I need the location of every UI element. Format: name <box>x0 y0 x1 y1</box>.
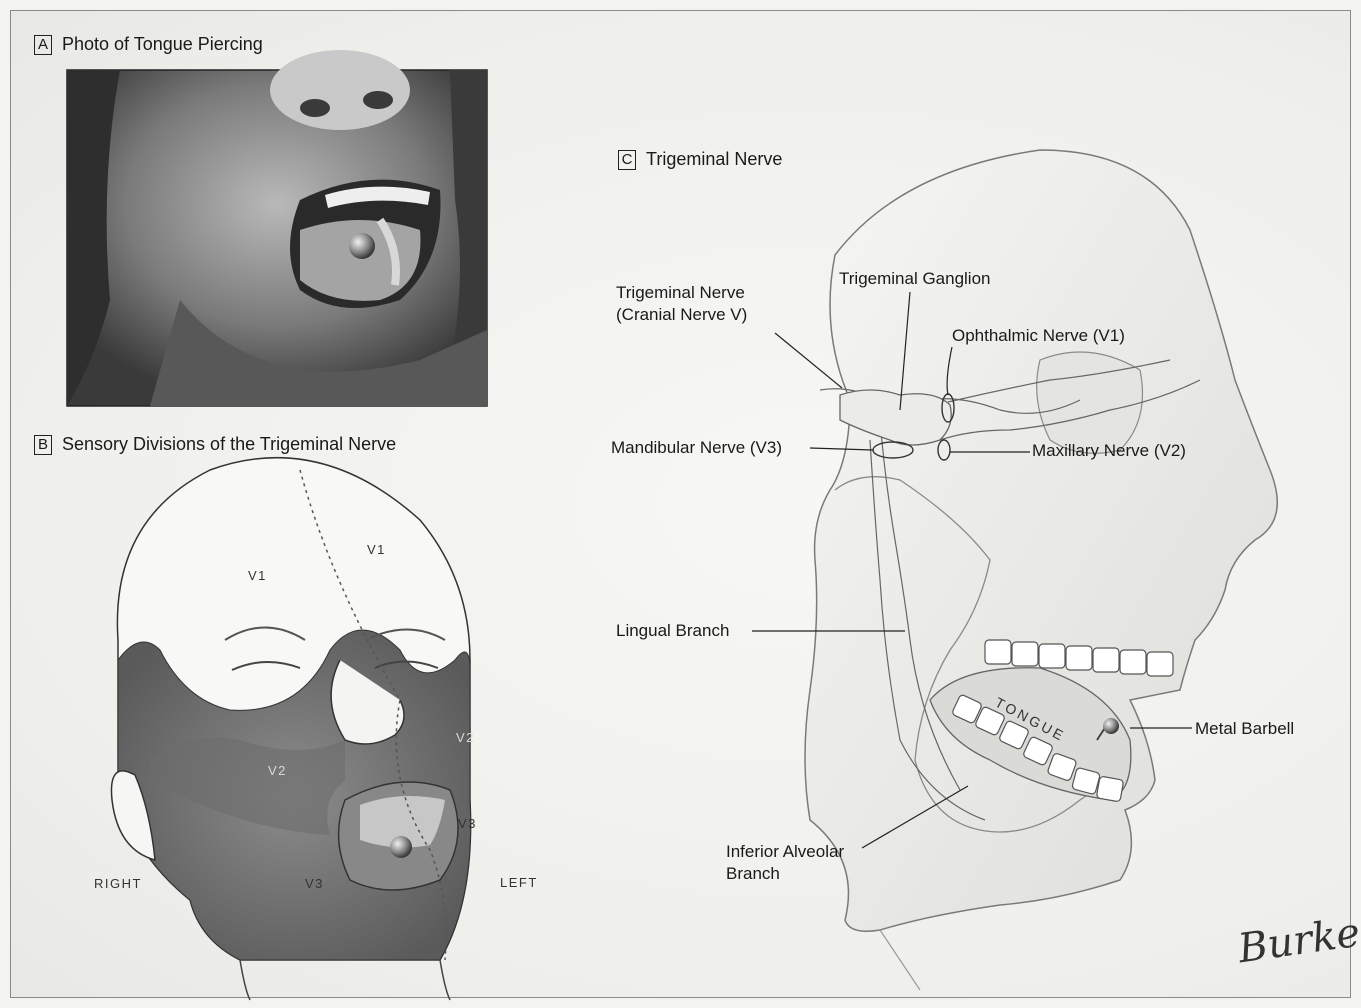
face-divisions-diagram <box>111 458 470 1000</box>
panel-a-title: Photo of Tongue Piercing <box>62 34 263 55</box>
panel-a-heading: A Photo of Tongue Piercing <box>34 34 263 55</box>
label-v1-left: V1 <box>367 542 386 557</box>
label-metal-barbell: Metal Barbell <box>1195 718 1294 740</box>
tongue-piercing-photo <box>67 50 487 406</box>
label-inferior-alveolar-branch: Inferior Alveolar Branch <box>726 841 844 885</box>
panel-b-letter: B <box>34 435 52 455</box>
panel-c-letter: C <box>618 150 636 170</box>
label-v1-right: V1 <box>248 568 267 583</box>
label-right-side: RIGHT <box>94 876 142 891</box>
label-left-side: LEFT <box>500 875 538 890</box>
panel-a-letter: A <box>34 35 52 55</box>
label-mandibular-nerve: Mandibular Nerve (V3) <box>611 437 782 459</box>
label-v3-left: V3 <box>458 816 477 831</box>
panel-c-title: Trigeminal Nerve <box>646 149 782 170</box>
label-v3-right: V3 <box>305 876 324 891</box>
label-ophthalmic-nerve: Ophthalmic Nerve (V1) <box>952 325 1125 347</box>
panel-b-title: Sensory Divisions of the Trigeminal Nerv… <box>62 434 396 455</box>
label-trigeminal-ganglion: Trigeminal Ganglion <box>839 268 991 290</box>
label-lingual-branch: Lingual Branch <box>616 620 729 642</box>
label-v2-right: V2 <box>268 763 287 778</box>
label-maxillary-nerve: Maxillary Nerve (V2) <box>1032 440 1186 462</box>
label-v2-left: V2 <box>456 730 475 745</box>
panel-b-heading: B Sensory Divisions of the Trigeminal Ne… <box>34 434 396 455</box>
panel-c-heading: C Trigeminal Nerve <box>618 149 782 170</box>
label-trigeminal-nerve: Trigeminal Nerve (Cranial Nerve V) <box>616 282 747 326</box>
